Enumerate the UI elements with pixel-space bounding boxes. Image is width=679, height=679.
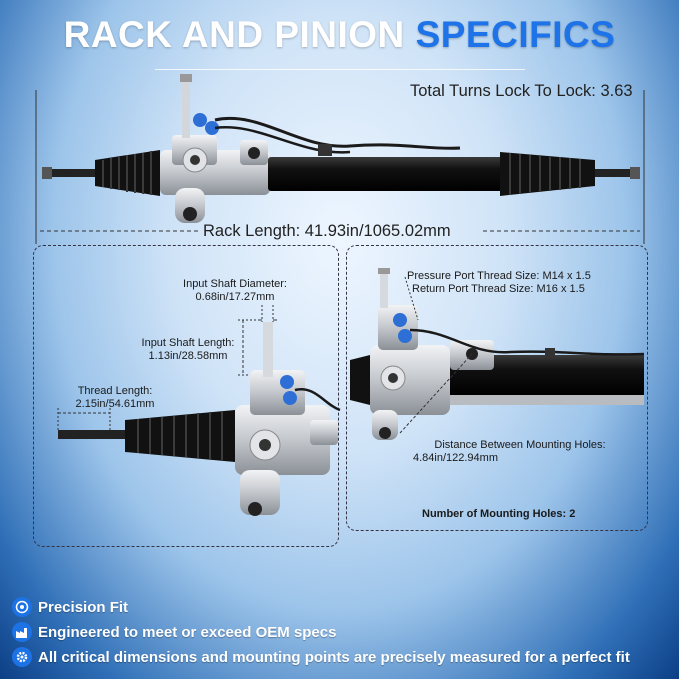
valve-housing [160,74,270,223]
feature-text: All critical dimensions and mounting poi… [38,648,630,666]
left-panel-illustration [57,305,341,516]
feature-text: Precision Fit [38,598,129,616]
rack-tube [268,157,508,191]
input-shaft-diameter-callout: Input Shaft Diameter: 0.68in/17.27mm [170,278,300,304]
mounting-holes-label: Number of Mounting Holes: 2 [422,508,576,520]
input-shaft-diameter-label: Input Shaft Diameter: [183,278,287,290]
left-detail-panel [33,245,339,547]
factory-icon [12,622,32,642]
rack-length-label: Rack Length: 41.93in/1065.02mm [203,222,451,240]
left-bellow-boot [95,150,160,196]
right-detail-panel [346,245,648,531]
input-shaft-length-label: Input Shaft Length: [141,337,235,349]
page-title: RACK AND PINION SPECIFICS [0,14,679,56]
title-main: RACK AND PINION [63,14,405,55]
distance-between-holes-label: Distance Between Mounting Holes: [434,439,606,451]
title-accent: SPECIFICS [415,14,616,55]
feature-item: Precision Fit [12,596,128,618]
input-shaft-length-callout: Input Shaft Length: 1.13in/28.58mm [128,337,248,363]
gear-icon [12,647,32,667]
target-icon [12,597,32,617]
rack-and-pinion-full-illustration [35,74,645,244]
distance-between-holes-callout: Distance Between Mounting Holes: 4.84in/… [405,439,635,465]
return-port-label: Return Port Thread Size: M16 x 1.5 [412,283,585,295]
input-shaft-diameter-value: 0.68in/17.27mm [195,291,275,303]
pressure-port-label: Pressure Port Thread Size: M14 x 1.5 [407,270,591,282]
feature-item: Engineered to meet or exceed OEM specs [12,621,336,643]
title-divider [155,69,525,70]
feature-list: Precision Fit Engineered to meet or exce… [0,588,679,679]
feature-text: Engineered to meet or exceed OEM specs [38,623,337,641]
input-shaft-length-value: 1.13in/28.58mm [148,350,228,362]
right-bellow-boot [500,152,595,196]
thread-length-value: 2.15in/54.61mm [75,398,155,410]
distance-between-holes-value: 4.84in/122.94mm [413,452,498,464]
total-turns-label: Total Turns Lock To Lock: 3.63 [410,82,633,100]
thread-length-callout: Thread Length: 2.15in/54.61mm [60,385,170,411]
feature-item: All critical dimensions and mounting poi… [12,646,630,668]
right-panel-illustration [350,268,645,440]
thread-length-label: Thread Length: [77,385,153,397]
